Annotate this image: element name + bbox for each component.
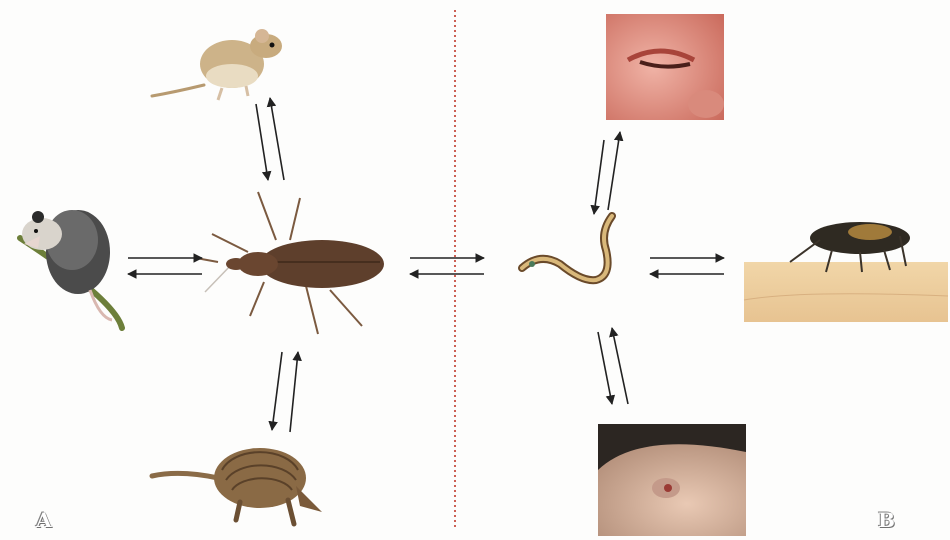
skin-lesion-photo — [598, 424, 746, 536]
swollen-eyelid-photo — [606, 14, 724, 120]
arrows-trypanosome-lesion — [598, 328, 628, 404]
armadillo-icon — [152, 448, 322, 524]
arrows-bug-trypanosome — [410, 258, 484, 274]
opossum-icon — [20, 210, 122, 328]
arrows-rodent-bug — [256, 98, 284, 180]
triatomine-bug-icon — [196, 192, 384, 334]
arrows-trypanosome-skinbug — [650, 258, 724, 274]
panel-label-b: B — [878, 508, 895, 532]
arrows-opossum-bug — [128, 258, 202, 274]
arrows-trypanosome-eyelid — [594, 132, 620, 214]
bug-on-skin-photo — [744, 222, 948, 322]
arrows-armadillo-bug — [272, 352, 298, 432]
trypanosome-icon — [522, 216, 612, 280]
panel-label-a: A — [36, 508, 52, 532]
rodent-icon — [152, 29, 282, 100]
